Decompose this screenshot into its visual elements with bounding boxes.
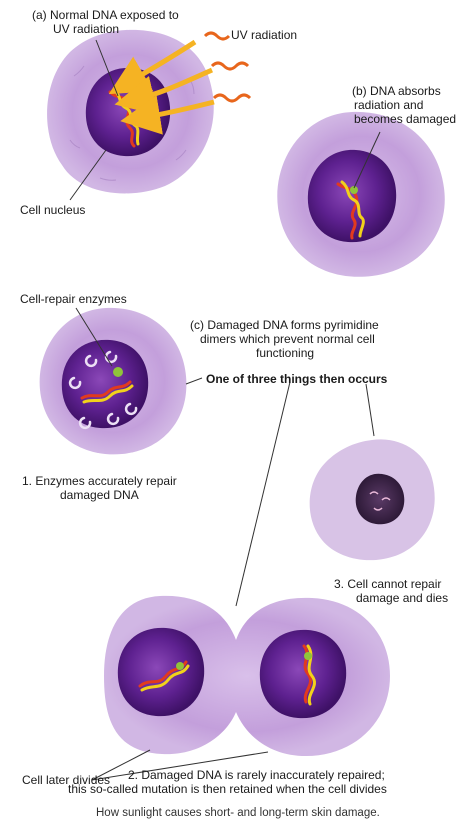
dividing-dimer-left	[176, 662, 184, 670]
cell-dead-nucleus	[355, 473, 405, 525]
uv-rays	[108, 31, 252, 135]
cell-dead-dna-fragments	[369, 491, 391, 511]
cell-b-dna	[336, 180, 365, 240]
uv-wave-3	[212, 93, 252, 103]
label-outcome-3-line1: 3. Cell cannot repair	[334, 577, 442, 591]
cell-b-nucleus	[307, 149, 397, 243]
cell-dead	[309, 439, 435, 561]
dividing-dna-right	[302, 644, 316, 706]
leader-occurs-2	[235, 381, 291, 607]
dividing-nucleus-left	[117, 627, 205, 717]
label-divides: Cell later divides	[22, 773, 111, 787]
label-uv: UV radiation	[231, 28, 298, 42]
dividing-nucleus-right	[259, 629, 347, 719]
dividing-dimer-right	[304, 652, 312, 660]
leader-enzymes	[75, 307, 113, 367]
label-b-line1: (b) DNA absorbs	[352, 84, 441, 98]
leader-divide-2	[91, 751, 269, 781]
leader-b-dna	[353, 131, 381, 189]
cell-b	[277, 111, 445, 277]
label-outcome-2-line2: this so-called mutation is then retained…	[68, 782, 387, 796]
label-a-line2: UV radiation	[53, 22, 120, 36]
uv-wave-2	[210, 61, 250, 71]
label-occurs: One of three things then occurs	[206, 372, 388, 386]
leader-occurs-1	[185, 377, 203, 385]
label-outcome-1-line2: damaged DNA	[60, 488, 139, 502]
label-enzymes: Cell-repair enzymes	[20, 292, 127, 306]
cell-c	[39, 307, 187, 455]
label-b-line3: becomes damaged	[354, 112, 457, 126]
figure-caption: How sunlight causes short- and long-term…	[96, 807, 380, 819]
label-c-line1: (c) Damaged DNA forms pyrimidine	[190, 318, 379, 332]
leader-divide-1	[91, 749, 151, 781]
label-outcome-2-line1: 2. Damaged DNA is rarely inaccurately re…	[128, 768, 385, 782]
cell-a	[47, 29, 214, 194]
label-outcome-3-line2: damage and dies	[356, 591, 449, 605]
cell-c-enzyme-dot	[113, 367, 123, 377]
uv-arrow-3	[120, 95, 215, 135]
leader-lines	[69, 39, 381, 781]
label-nucleus: Cell nucleus	[20, 203, 86, 217]
cell-c-dna	[80, 367, 134, 404]
cell-a-membrane-strokes	[69, 65, 195, 181]
label-outcome-1-line1: 1. Enzymes accurately repair	[22, 474, 177, 488]
label-b-line2: radiation and	[354, 98, 424, 112]
leader-a-dna	[95, 39, 119, 97]
dividing-cells	[104, 595, 390, 756]
dividing-dna-left	[138, 660, 190, 692]
leader-nucleus	[69, 149, 107, 201]
cell-b-dimer-dot	[350, 186, 358, 194]
label-c-line2: dimers which prevent normal cell	[200, 332, 375, 346]
label-c-line3: functioning	[256, 346, 315, 360]
cell-c-nucleus	[61, 339, 149, 429]
label-a-line1: (a) Normal DNA exposed to	[32, 8, 179, 22]
leader-occurs-3	[365, 383, 375, 437]
